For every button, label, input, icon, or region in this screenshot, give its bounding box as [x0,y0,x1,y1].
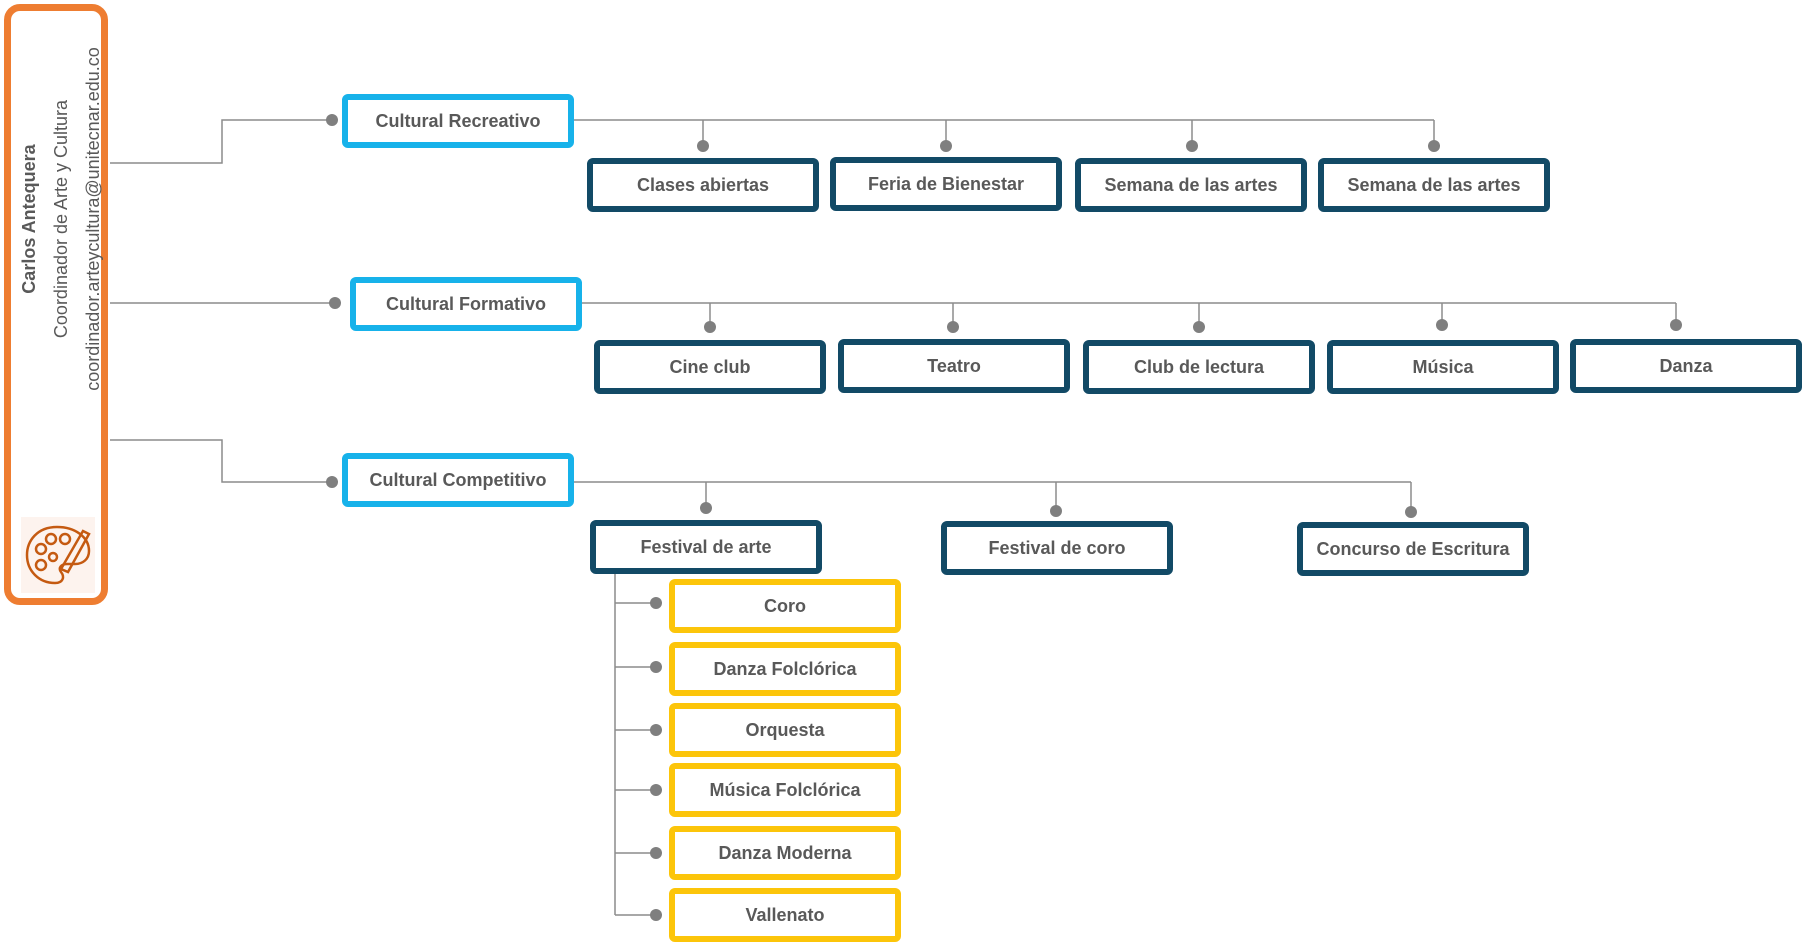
coordinator-email: coordinador.arteycultura@unitecnar.edu.c… [83,47,103,391]
category-cultural-recreativo[interactable]: Cultural Recreativo [342,94,574,148]
activity-danza[interactable]: Danza [1570,339,1802,393]
activity-concurso-de-escritura[interactable]: Concurso de Escritura [1297,522,1529,576]
coordinator-name: Carlos Antequera [19,144,39,294]
festival-item-danza-moderna[interactable]: Danza Moderna [669,826,901,880]
activity-festival-de-coro[interactable]: Festival de coro [941,521,1173,575]
connector-dots [326,114,1682,921]
coordinator-info: Carlos Antequera Coordinador de Arte y C… [16,29,106,409]
activity-teatro[interactable]: Teatro [838,339,1070,393]
palette-icon [21,517,95,593]
festival-item-orquesta[interactable]: Orquesta [669,703,901,757]
activity-semana-de-las-artes-2[interactable]: Semana de las artes [1318,158,1550,212]
activity-feria-de-bienestar[interactable]: Feria de Bienestar [830,157,1062,211]
festival-item-danza-folclorica[interactable]: Danza Folclórica [669,642,901,696]
activity-festival-de-arte[interactable]: Festival de arte [590,520,822,574]
festival-item-vallenato[interactable]: Vallenato [669,888,901,942]
activity-semana-de-las-artes-1[interactable]: Semana de las artes [1075,158,1307,212]
festival-item-musica-folclorica[interactable]: Música Folclórica [669,763,901,817]
activity-club-de-lectura[interactable]: Club de lectura [1083,340,1315,394]
coordinator-role: Coordinador de Arte y Cultura [51,99,71,339]
activity-clases-abiertas[interactable]: Clases abiertas [587,158,819,212]
festival-item-coro[interactable]: Coro [669,579,901,633]
activity-cine-club[interactable]: Cine club [594,340,826,394]
category-cultural-competitivo[interactable]: Cultural Competitivo [342,453,574,507]
activity-musica[interactable]: Música [1327,340,1559,394]
category-cultural-formativo[interactable]: Cultural Formativo [350,277,582,331]
coordinator-card: Carlos Antequera Coordinador de Arte y C… [4,4,108,605]
